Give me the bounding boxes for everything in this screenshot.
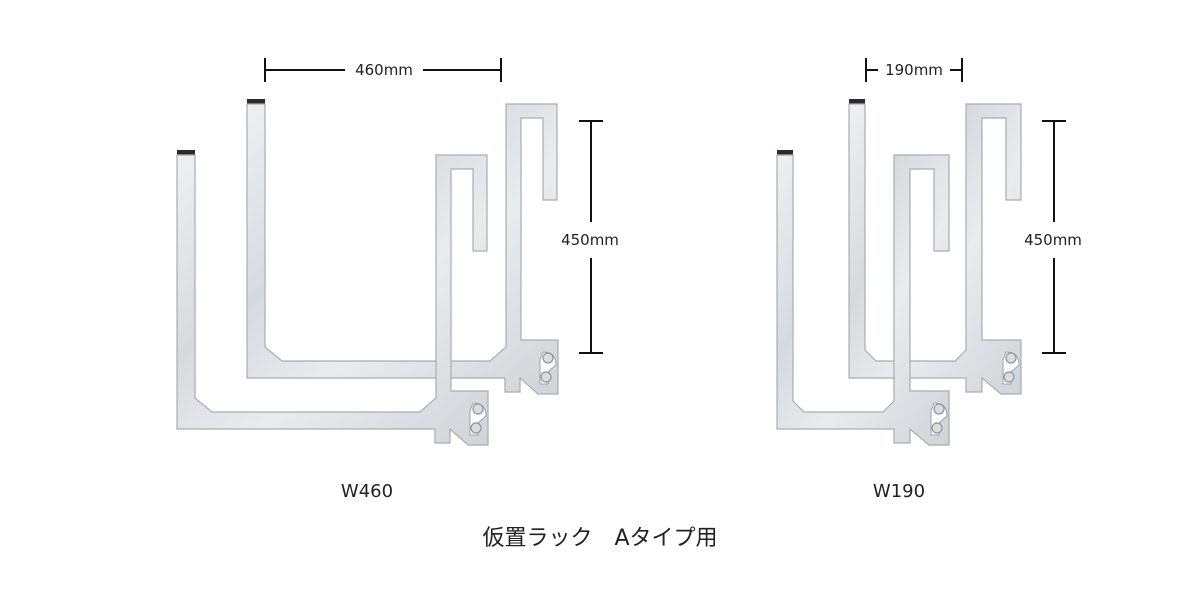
- caption-w460: W460: [341, 481, 393, 502]
- rack-w460: 460mm 450mm W460: [176, 58, 619, 502]
- height-label-w190: 450mm: [1024, 231, 1082, 249]
- width-label-w190: 190mm: [885, 61, 943, 79]
- width-label-w460: 460mm: [355, 61, 413, 79]
- height-dimension-w460: 450mm: [561, 120, 619, 354]
- bracket-front-w190: [776, 150, 950, 446]
- page-title: 仮置ラック Aタイプ用: [482, 526, 717, 551]
- width-dimension-w460: 460mm: [264, 58, 502, 82]
- bracket-back-w460: [246, 99, 559, 395]
- bracket-front-w460: [176, 150, 489, 446]
- height-label-w460: 450mm: [561, 231, 619, 249]
- caption-w190: W190: [873, 481, 925, 502]
- bracket-back-w190: [848, 99, 1022, 395]
- rack-w190: 190mm 450mm W190: [776, 58, 1082, 502]
- width-dimension-w190: 190mm: [865, 58, 963, 82]
- height-dimension-w190: 450mm: [1024, 120, 1082, 354]
